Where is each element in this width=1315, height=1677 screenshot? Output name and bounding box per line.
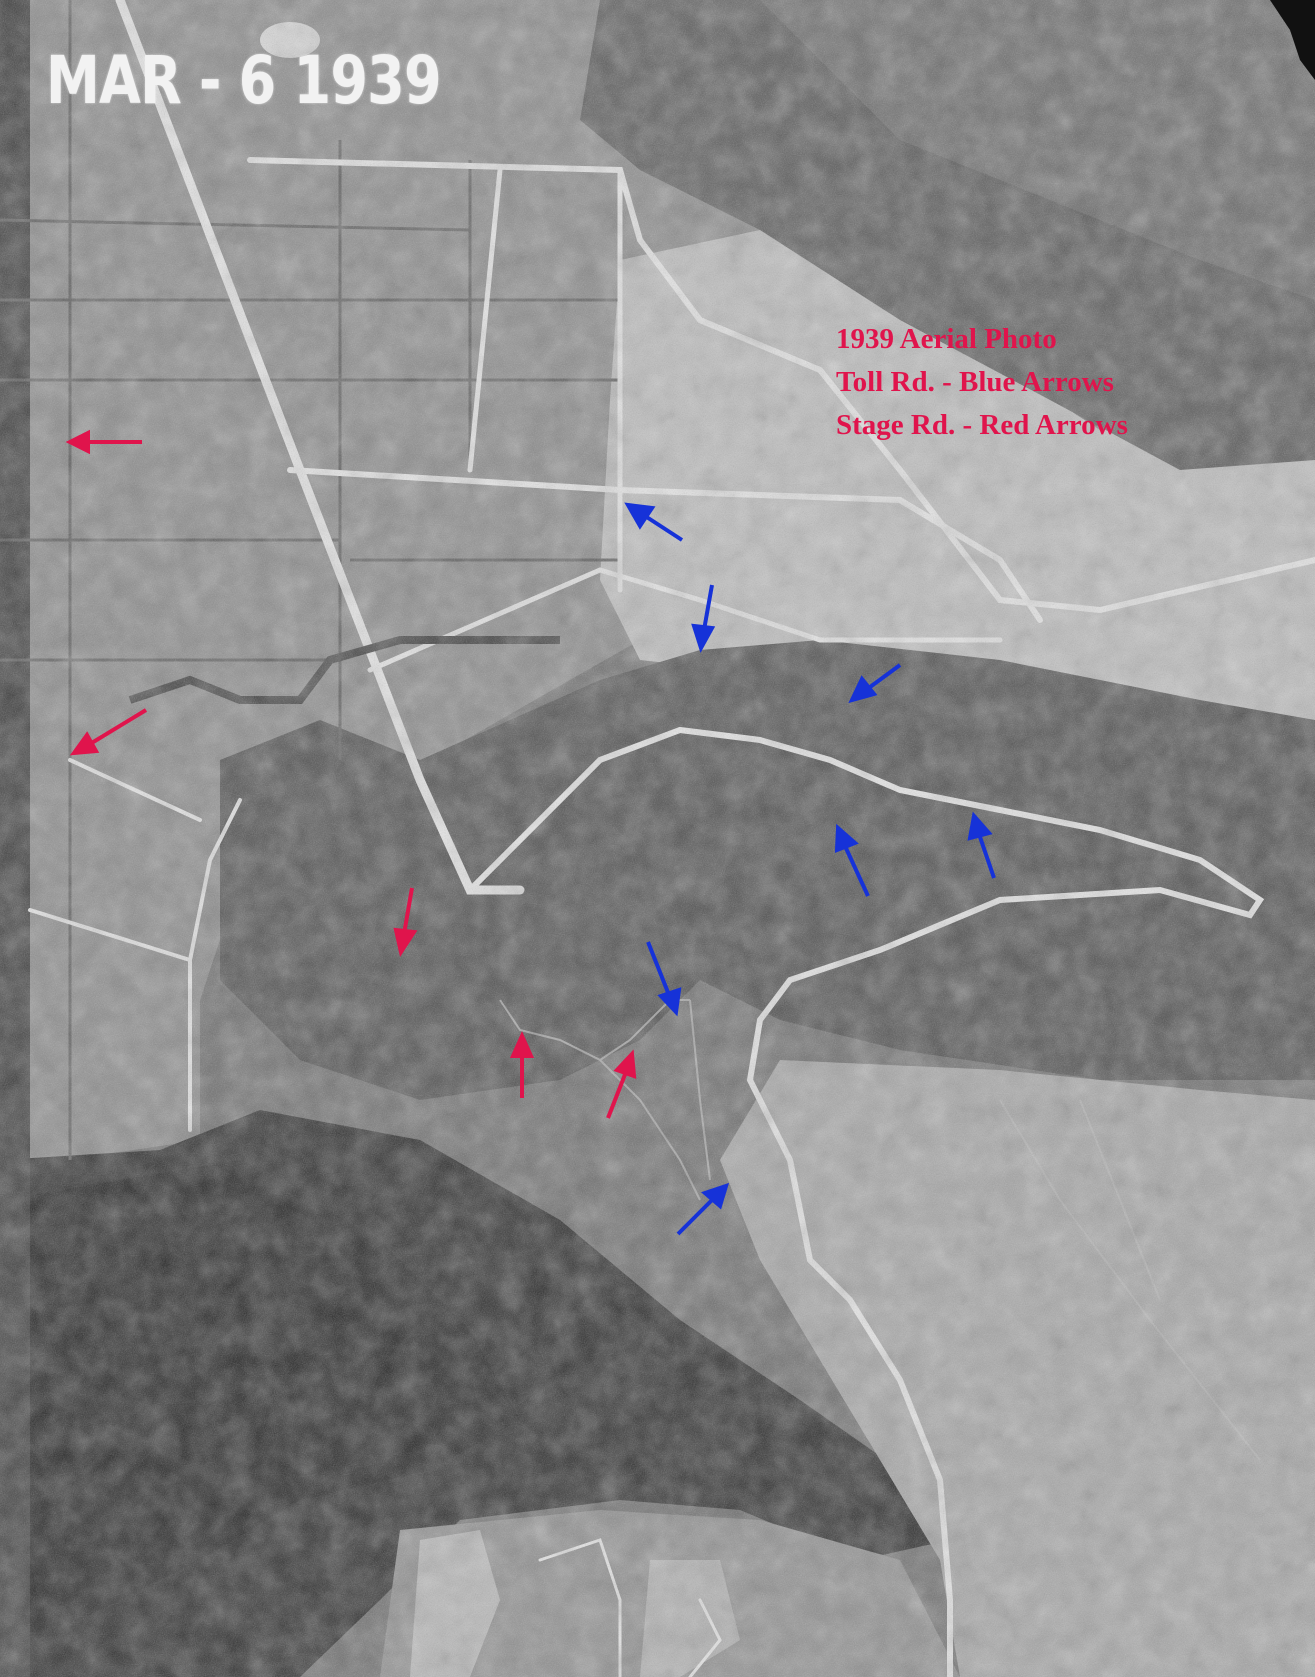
blue-arrow xyxy=(676,1182,730,1236)
blue-arrow xyxy=(834,823,870,897)
legend-title: 1939 Aerial Photo xyxy=(836,323,1057,355)
date-stamp: MAR - 6 1939 xyxy=(46,42,442,119)
red-arrow xyxy=(393,887,418,958)
legend-stage-road: Stage Rd. - Red Arrows xyxy=(836,409,1128,441)
red-arrow xyxy=(509,1031,535,1098)
blue-arrow xyxy=(624,502,684,542)
red-arrow xyxy=(65,429,142,455)
toll-road-arrows xyxy=(624,502,996,1236)
blue-arrow xyxy=(848,663,902,704)
legend-toll-road: Toll Rd. - Blue Arrows xyxy=(836,366,1114,398)
blue-arrow xyxy=(691,584,716,654)
blue-arrow xyxy=(646,941,682,1017)
stage-road-arrows xyxy=(65,429,637,1119)
map-legend: 1939 Aerial Photo Toll Rd. - Blue Arrows… xyxy=(836,318,1128,447)
red-arrow xyxy=(606,1049,637,1119)
blue-arrow xyxy=(967,811,996,879)
red-arrow xyxy=(69,708,148,756)
